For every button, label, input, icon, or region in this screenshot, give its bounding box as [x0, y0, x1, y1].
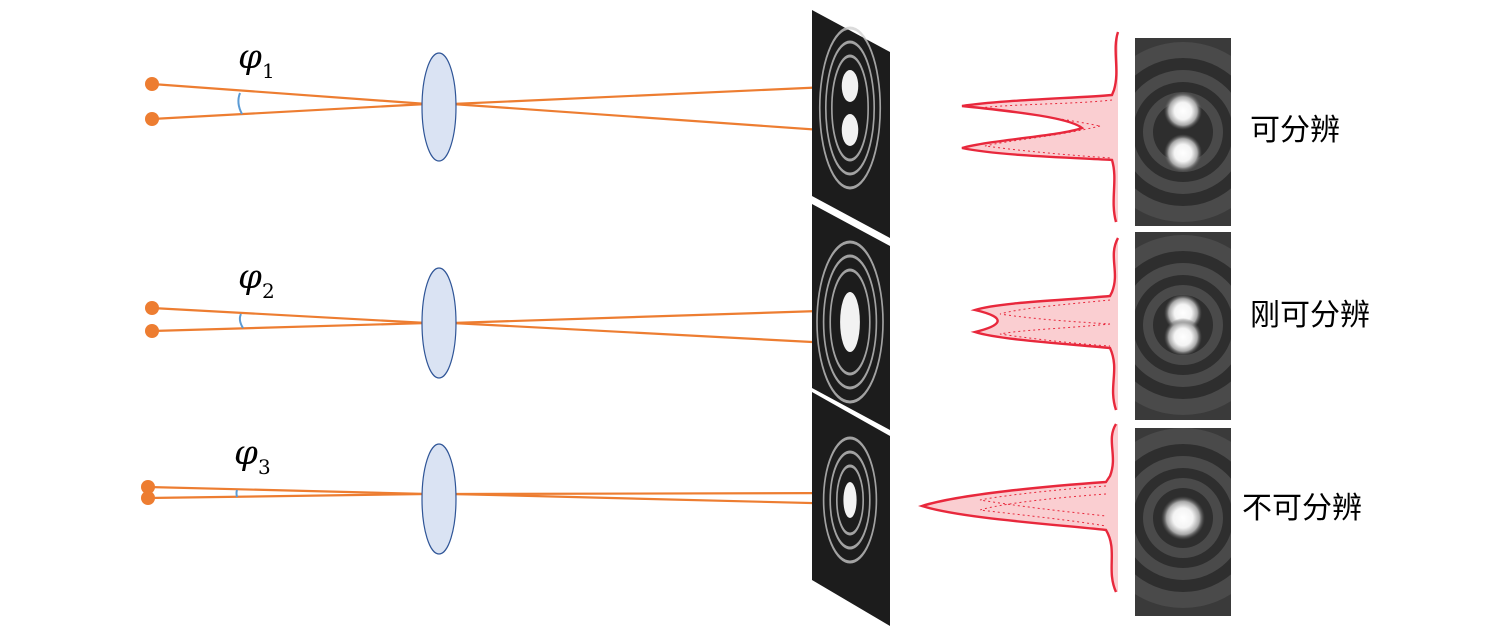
lens	[421, 443, 457, 555]
diffraction-screen	[812, 204, 890, 430]
angle-arc	[238, 313, 244, 329]
source-point-upper	[141, 480, 155, 494]
row-unresolvable: φ 3	[141, 392, 1362, 626]
angle-symbol: φ	[234, 433, 258, 473]
source-point-lower	[145, 324, 159, 338]
source-point-lower	[145, 112, 159, 126]
ray-lower	[151, 321, 428, 333]
source-point-upper	[145, 301, 159, 315]
ray-image-upper	[451, 321, 851, 346]
ray-image-lower	[451, 84, 851, 106]
lens	[421, 267, 457, 379]
row-just-resolvable: φ 2	[145, 204, 1370, 430]
row-resolvable: φ 1	[145, 10, 1340, 238]
angle-subscript: 2	[262, 279, 275, 303]
diffraction-screen	[812, 10, 890, 238]
angle-symbol: φ	[238, 37, 262, 77]
airy-pattern-image	[1135, 232, 1231, 420]
ray-lower	[147, 492, 428, 500]
lens	[421, 52, 457, 162]
angle-arc	[237, 92, 243, 115]
ray-upper	[151, 306, 428, 325]
angle-subscript: 1	[262, 59, 275, 83]
resolution-label: 可分辨	[1250, 113, 1340, 148]
intensity-profile	[970, 237, 1120, 411]
intensity-profile	[918, 423, 1118, 593]
diffraction-screen	[812, 392, 890, 626]
resolution-label: 刚可分辨	[1250, 298, 1370, 333]
source-point-upper	[145, 77, 159, 91]
ray-image-upper	[451, 102, 851, 134]
angle-symbol: φ	[238, 257, 262, 297]
ray-image-upper	[451, 492, 851, 506]
airy-pattern-image	[1135, 428, 1231, 616]
intensity-profile	[961, 31, 1120, 223]
angle-subscript: 3	[258, 455, 271, 479]
ray-image-lower	[451, 491, 851, 496]
airy-pattern-image	[1135, 38, 1231, 226]
ray-lower	[151, 102, 428, 121]
source-point-lower	[141, 491, 155, 505]
ray-upper	[151, 82, 428, 106]
ray-image-lower	[451, 308, 851, 325]
ray-upper	[147, 485, 428, 496]
resolution-label: 不可分辨	[1242, 491, 1362, 526]
angle-arc	[235, 489, 238, 498]
